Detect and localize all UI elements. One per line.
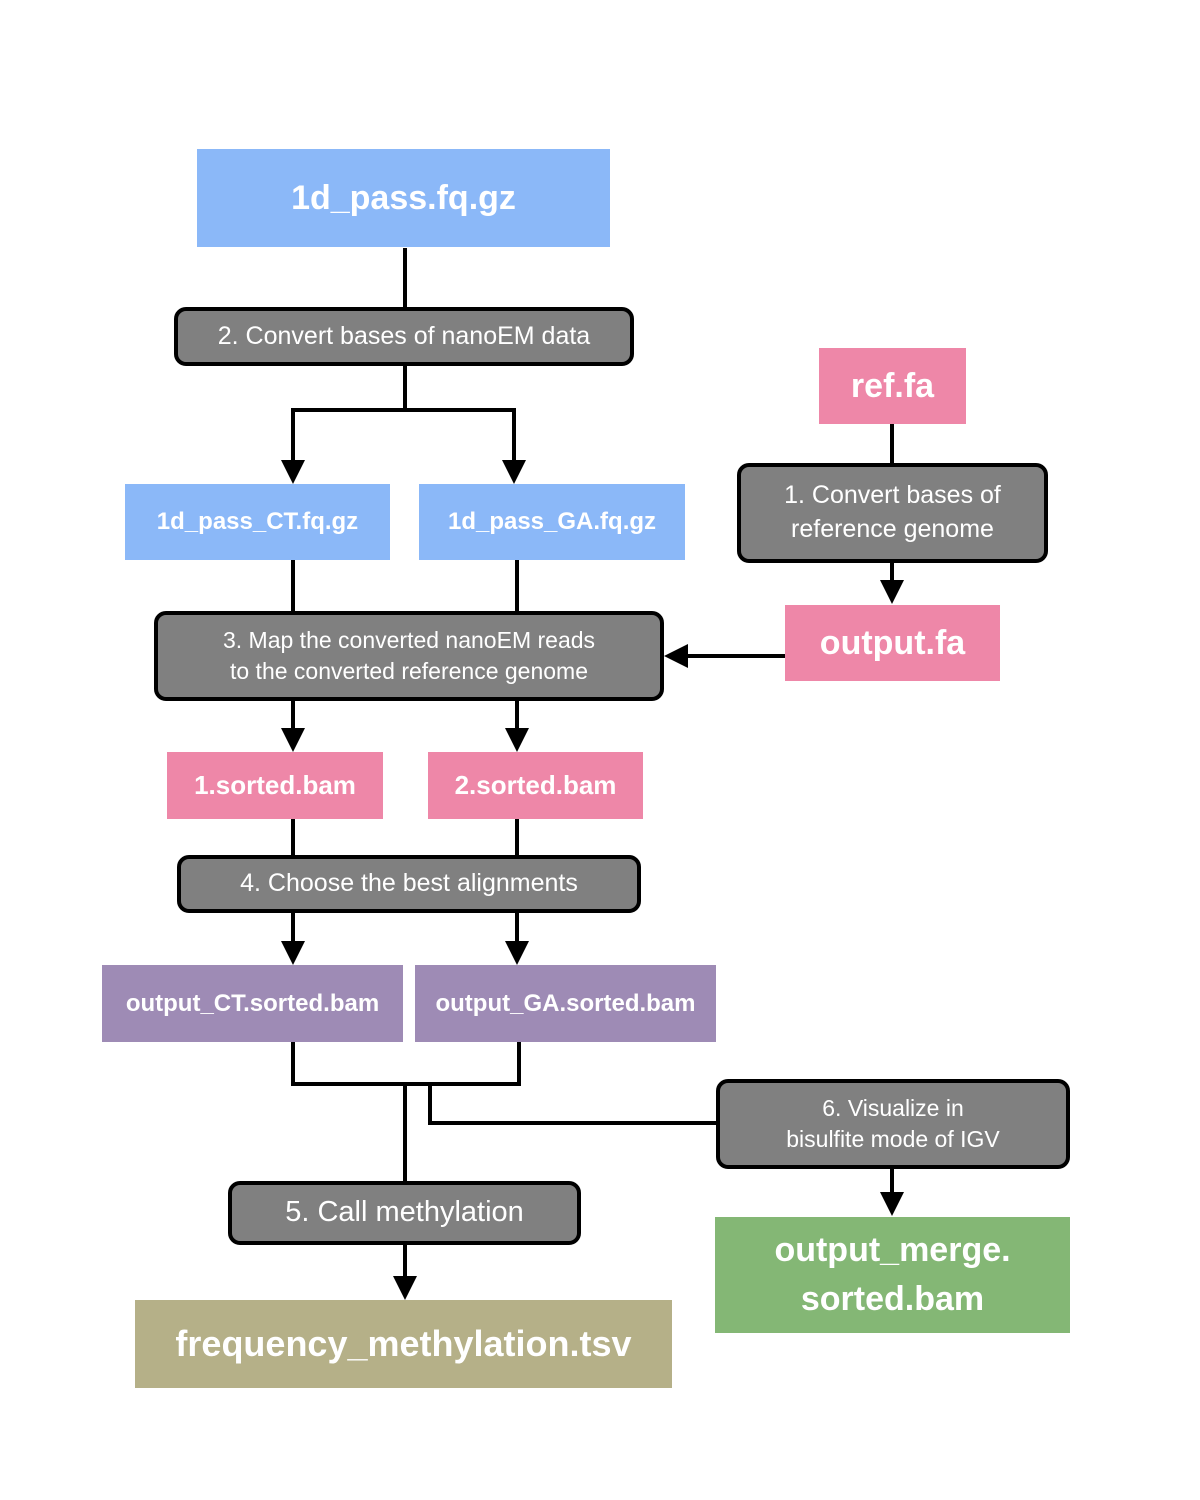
connector-output-merge-bracket xyxy=(291,1042,521,1086)
step-4-label: 4. Choose the best alignments xyxy=(240,869,578,898)
step-1-convert-reference: 1. Convert bases of reference genome xyxy=(737,463,1048,563)
step-6-visualize-igv: 6. Visualize in bisulfite mode of IGV xyxy=(716,1079,1070,1169)
file-frequency-methylation: frequency_methylation.tsv xyxy=(135,1300,672,1388)
file-sorted-bam-2: 2.sorted.bam xyxy=(428,752,643,819)
file-input-fastq-label: 1d_pass.fq.gz xyxy=(291,178,516,217)
file-ref-fa-label: ref.fa xyxy=(850,366,935,405)
file-output-ct-bam-label: output_CT.sorted.bam xyxy=(125,989,380,1017)
step-5-label: 5. Call methylation xyxy=(285,1196,524,1229)
step-2-convert-nanoem: 2. Convert bases of nanoEM data xyxy=(174,307,634,366)
file-output-ct-bam: output_CT.sorted.bam xyxy=(102,965,403,1042)
file-ct-fastq: 1d_pass_CT.fq.gz xyxy=(125,484,390,560)
file-frequency-methylation-label: frequency_methylation.tsv xyxy=(175,1323,632,1364)
step-2-label: 2. Convert bases of nanoEM data xyxy=(217,321,591,350)
step-3-label: 3. Map the converted nanoEM reads to the… xyxy=(222,626,596,684)
file-output-ga-bam-label: output_GA.sorted.bam xyxy=(435,989,696,1017)
file-sorted-bam-2-label: 2.sorted.bam xyxy=(454,770,617,800)
step-5-call-methylation: 5. Call methylation xyxy=(228,1181,581,1245)
file-input-fastq: 1d_pass.fq.gz xyxy=(197,149,610,247)
file-ct-fastq-label: 1d_pass_CT.fq.gz xyxy=(156,508,359,535)
file-output-fa-label: output.fa xyxy=(819,623,966,662)
step-1-label: 1. Convert bases of reference genome xyxy=(784,481,1001,543)
file-ga-fastq-label: 1d_pass_GA.fq.gz xyxy=(447,508,657,535)
connector-bracket-to-step6 xyxy=(428,1084,718,1125)
connector-step2-split-right xyxy=(405,408,526,484)
step-4-choose-alignments: 4. Choose the best alignments xyxy=(177,855,641,913)
file-ref-fa: ref.fa xyxy=(819,348,966,424)
connector-step2-split xyxy=(281,364,407,484)
file-sorted-bam-1-label: 1.sorted.bam xyxy=(194,770,356,800)
file-ga-fastq: 1d_pass_GA.fq.gz xyxy=(419,484,685,560)
step-6-label: 6. Visualize in bisulfite mode of IGV xyxy=(786,1094,1000,1152)
file-output-merge-bam: output_merge. sorted.bam xyxy=(715,1217,1070,1333)
step-3-map-reads: 3. Map the converted nanoEM reads to the… xyxy=(154,611,664,701)
file-output-ga-bam: output_GA.sorted.bam xyxy=(415,965,716,1042)
file-output-fa: output.fa xyxy=(785,605,1000,681)
file-output-merge-bam-label: output_merge. sorted.bam xyxy=(774,1230,1011,1318)
file-sorted-bam-1: 1.sorted.bam xyxy=(167,752,383,819)
